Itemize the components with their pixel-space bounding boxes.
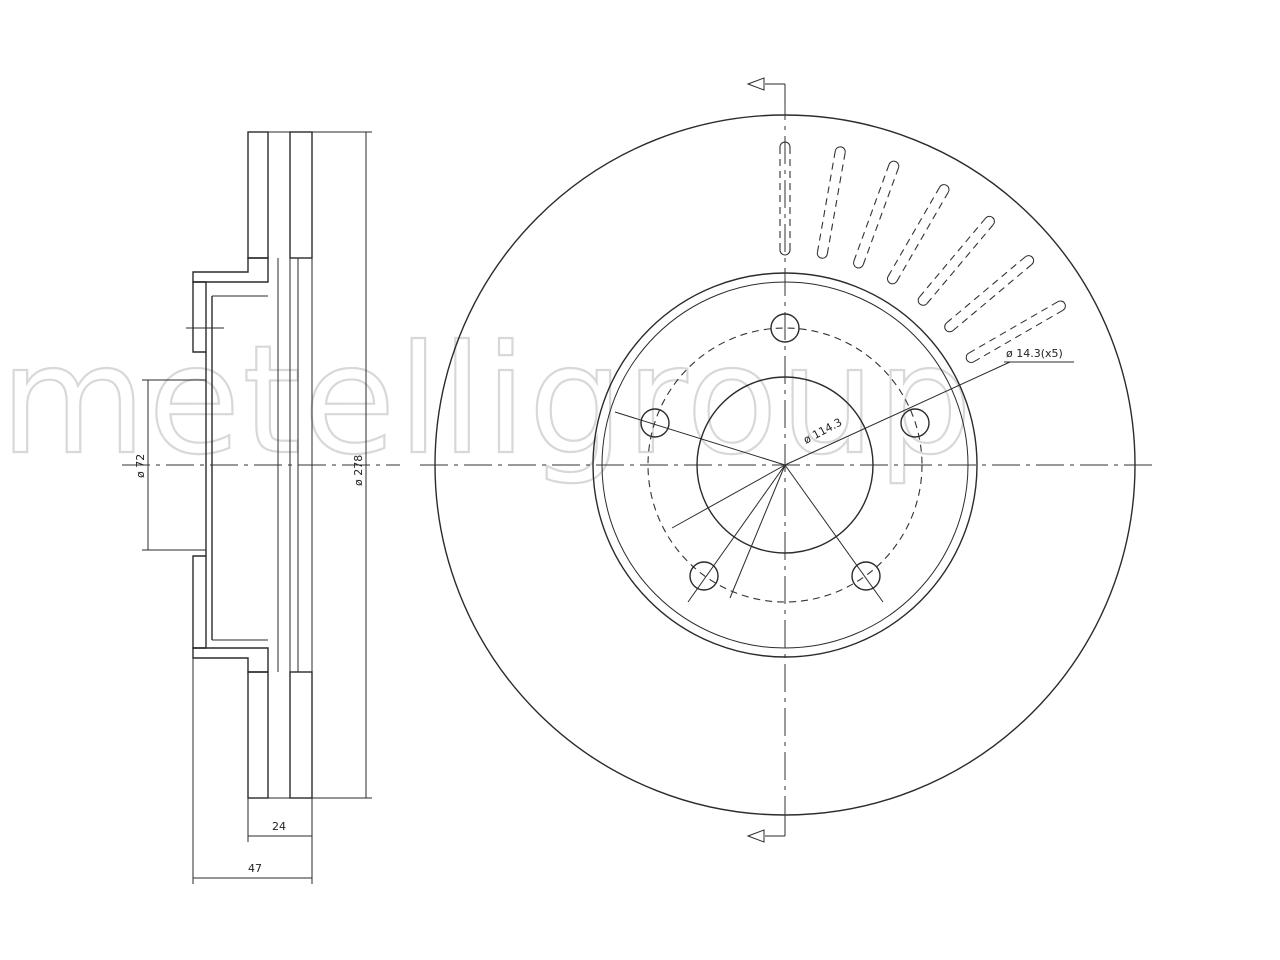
vent-slot-edge	[816, 150, 836, 253]
vent-slot-end	[1025, 255, 1035, 265]
disc-thickness-label: 24	[272, 820, 286, 833]
vent-slot-edge	[973, 309, 1064, 363]
bolt-holes-label: ø 14.3(x5)	[1006, 347, 1063, 360]
watermark-logo: metelligroup	[0, 314, 974, 488]
vent-slot-edge	[952, 264, 1033, 332]
vent-slot-edge	[946, 256, 1026, 324]
vent-slot-edge	[862, 167, 899, 265]
outer-plate-upper	[247, 131, 269, 259]
vent-slot-edge	[853, 164, 890, 262]
outer-plate-lower	[247, 671, 269, 799]
vent-slot-end	[985, 215, 995, 225]
outer-diameter-label: ø 278	[352, 455, 365, 486]
section-arrow-bottom	[746, 816, 786, 843]
vent-slot-end	[965, 352, 974, 363]
inner-plate-upper	[289, 131, 313, 259]
hat-section-upper	[192, 257, 269, 283]
vent-slot-edge	[926, 224, 994, 304]
vent-slot-edge	[887, 186, 941, 277]
vent-slot-end	[853, 261, 864, 269]
hub-width-label: 47	[248, 862, 262, 875]
vent-slot-end	[888, 160, 900, 169]
vent-slots	[779, 141, 1066, 363]
vent-slot-end	[917, 296, 928, 306]
bolt-hole	[900, 408, 930, 438]
vent-slot-edge	[968, 301, 1059, 354]
hat-section-lower	[192, 647, 269, 673]
vent-slot-end	[816, 252, 828, 259]
vent-slot-end	[887, 276, 898, 285]
bolt-hole	[851, 561, 881, 591]
front-view: ø 114.3 ø 14.3(x5)	[420, 77, 1155, 843]
vent-slot-end	[1057, 300, 1066, 311]
section-arrow-top	[746, 77, 786, 104]
vent-slot-end	[939, 184, 950, 193]
inner-plate-lower	[289, 671, 313, 799]
side-section-view: ø 72 ø 278 24 47	[122, 131, 400, 884]
center-bore-label: ø 72	[134, 454, 147, 478]
vent-slot-end	[944, 322, 954, 333]
vent-slot-edge	[918, 217, 986, 298]
bolt-hole	[640, 408, 670, 438]
vent-slot-end	[834, 146, 846, 153]
bolt-hole	[689, 561, 719, 591]
vent-slot-edge	[826, 152, 846, 255]
vent-slot-end	[779, 249, 791, 256]
vent-slot-edge	[896, 191, 949, 282]
